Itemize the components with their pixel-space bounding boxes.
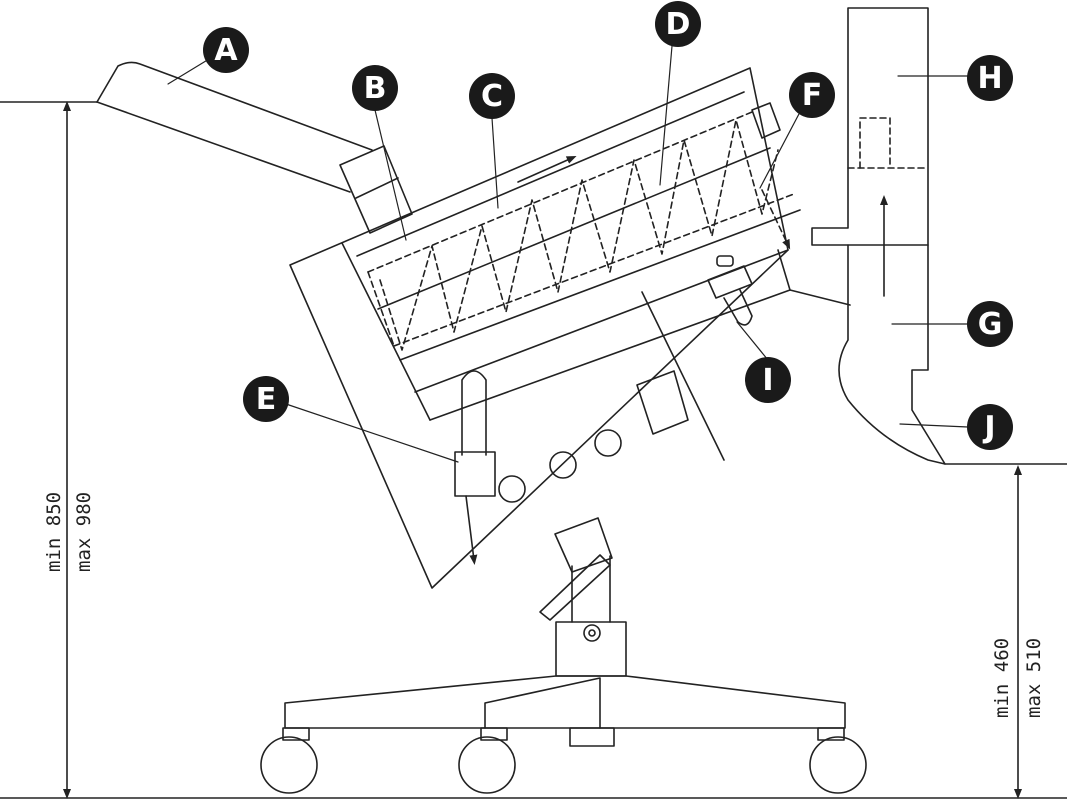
callout-b: B <box>352 65 398 111</box>
support-column <box>555 621 627 677</box>
left-min-height-text: min 850 <box>43 492 65 572</box>
callout-j-text: J <box>982 410 995 445</box>
funnel-block <box>339 145 413 234</box>
star-base <box>284 675 846 747</box>
callout-i-text: I <box>762 363 773 398</box>
tilt-pivot <box>539 517 613 623</box>
callout-d: D <box>655 1 701 47</box>
callout-g: G <box>967 301 1013 347</box>
right-max-height-text: max 510 <box>1023 638 1045 718</box>
callout-h-text: H <box>977 61 1002 96</box>
callout-e-text: E <box>256 382 277 417</box>
callout-a: A <box>203 27 249 73</box>
callout-b-text: B <box>364 71 387 106</box>
callout-d-text: D <box>666 7 691 42</box>
callout-f: F <box>789 72 835 118</box>
adjustment-knob <box>707 255 753 326</box>
callout-i: I <box>745 357 791 403</box>
receiving-machine <box>811 7 946 465</box>
left-max-height-text: max 980 <box>73 492 95 572</box>
callout-f-text: F <box>802 78 823 113</box>
callout-e: E <box>243 376 289 422</box>
outlet-spout <box>761 189 851 306</box>
callout-g-text: G <box>978 307 1003 342</box>
caster-wheel-center <box>458 727 516 794</box>
caster-wheel-right <box>809 727 867 794</box>
auger-tube <box>356 91 801 361</box>
infeed-chute <box>96 61 373 193</box>
right-min-height-text: min 460 <box>991 638 1013 718</box>
control-panel <box>498 370 689 503</box>
callout-h: H <box>967 55 1013 101</box>
callout-c: C <box>469 73 515 119</box>
callout-j: J <box>967 404 1013 450</box>
caster-wheel-left <box>260 727 318 794</box>
auger-spiral <box>379 119 779 351</box>
tilted-machine-body <box>289 67 791 589</box>
leader-lines <box>167 45 969 463</box>
flow-direction-arrow <box>517 155 577 183</box>
tilt-handle <box>454 370 496 565</box>
callout-a-text: A <box>214 33 238 68</box>
auger-end-cap <box>751 102 781 139</box>
callout-c-text: C <box>481 79 503 114</box>
